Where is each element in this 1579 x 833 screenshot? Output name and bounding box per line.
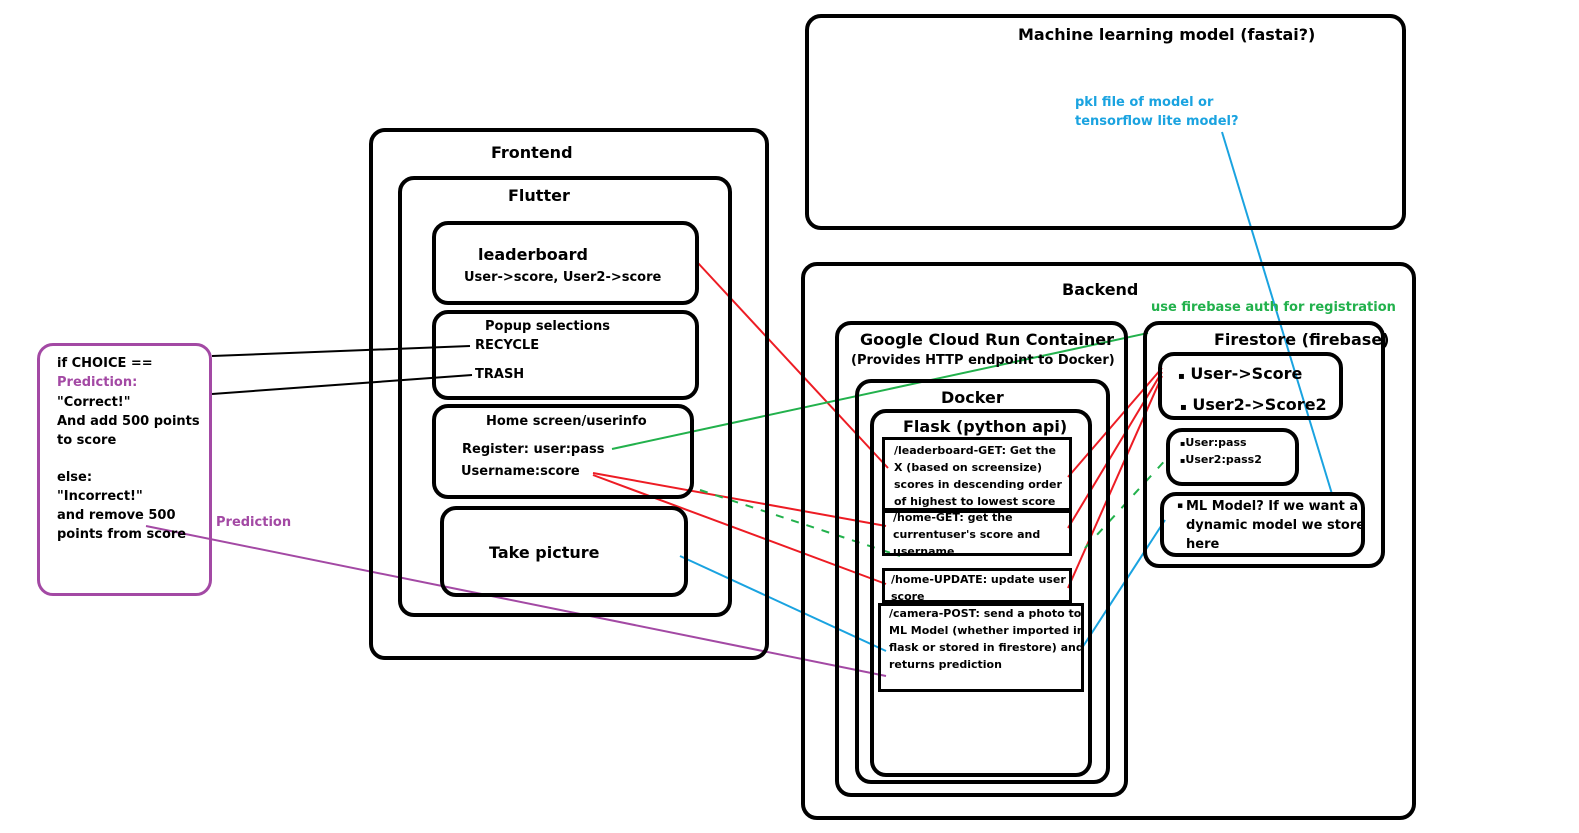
- leaderboard-title: leaderboard: [478, 245, 588, 264]
- cloud-run-box: [835, 321, 1128, 797]
- flask-box: [870, 409, 1092, 777]
- prediction-label: Prediction: [216, 515, 292, 530]
- ml-model-box: [805, 14, 1406, 230]
- logic-box: [37, 343, 212, 596]
- endpoint-leaderboard: [882, 437, 1072, 511]
- bullet-icon: ▪: [1180, 456, 1186, 465]
- score-row-2: ▪ User2->Score2: [1180, 395, 1327, 414]
- endpoint-camera-post-text: /camera-POST: send a photo to ML Model (…: [889, 607, 1085, 671]
- firestore-scores-box: [1158, 352, 1343, 420]
- firestore-title: Firestore (firebase): [1214, 330, 1390, 349]
- home-register: Register: user:pass: [462, 442, 605, 457]
- endpoint-home-get-text: /home-GET: get the currentuser's score a…: [893, 511, 1041, 558]
- cloud-run-title: Google Cloud Run Container: [860, 330, 1114, 349]
- flutter-title: Flutter: [508, 186, 570, 205]
- score-entry: User2->Score2: [1192, 395, 1327, 414]
- cloud-run-subtitle: (Provides HTTP endpoint to Docker): [851, 353, 1115, 368]
- logic-body: "Correct!" And add 500 points to score e…: [57, 395, 200, 542]
- bullet-icon: ▪: [1180, 402, 1187, 413]
- cred-row-1: ▪User:pass: [1180, 436, 1247, 449]
- endpoint-home-update: [882, 568, 1072, 603]
- bullet-icon: ▪: [1177, 501, 1184, 511]
- endpoint-camera-post: [878, 603, 1084, 692]
- pkl-note: pkl file of model or tensorflow lite mod…: [1075, 95, 1239, 129]
- camera-box: [440, 506, 688, 597]
- score-entry: User->Score: [1190, 364, 1303, 383]
- camera-title: Take picture: [489, 543, 600, 562]
- firestore-box: [1143, 321, 1385, 568]
- popup-box: [432, 310, 699, 400]
- leaderboard-box: [432, 221, 699, 305]
- home-username: Username:score: [461, 464, 580, 479]
- popup-recycle: RECYCLE: [475, 338, 540, 353]
- docker-box: [855, 379, 1110, 784]
- ml-model-title: Machine learning model (fastai?): [1018, 25, 1316, 44]
- endpoint-leaderboard-text: /leaderboard-GET: Get the X (based on sc…: [894, 444, 1062, 508]
- logic-prefix: if CHOICE ==: [57, 356, 153, 371]
- leaderboard-subtitle: User->score, User2->score: [464, 270, 662, 285]
- ml-store-bullet: ▪: [1177, 497, 1183, 513]
- home-box: [432, 404, 694, 499]
- firestore-ml-box: [1160, 492, 1365, 557]
- bullet-icon: ▪: [1178, 371, 1185, 382]
- popup-title: Popup selections: [485, 319, 610, 334]
- popup-trash: TRASH: [475, 367, 525, 382]
- ml-store-text: ML Model? If we want a dynamic model we …: [1186, 499, 1366, 552]
- backend-title: Backend: [1062, 280, 1139, 299]
- flask-title: Flask (python api): [903, 417, 1068, 436]
- logic-prediction-word: Prediction:: [57, 375, 138, 390]
- score-row-1: ▪ User->Score: [1178, 364, 1302, 383]
- backend-box: [801, 262, 1416, 820]
- endpoint-home-get: [882, 510, 1072, 556]
- endpoint-home-update-text: /home-UPDATE: update user score: [891, 573, 1066, 603]
- docker-title: Docker: [941, 388, 1004, 407]
- home-title: Home screen/userinfo: [486, 414, 647, 429]
- firestore-creds-box: [1166, 428, 1299, 486]
- cred-row-2: ▪User2:pass2: [1180, 453, 1262, 466]
- frontend-box: [369, 128, 769, 660]
- frontend-title: Frontend: [491, 143, 573, 162]
- auth-note: use firebase auth for registration: [1151, 300, 1396, 315]
- cred-entry: User2:pass2: [1185, 453, 1262, 466]
- bullet-icon: ▪: [1180, 439, 1186, 448]
- cred-entry: User:pass: [1185, 436, 1247, 449]
- flutter-box: [398, 176, 732, 617]
